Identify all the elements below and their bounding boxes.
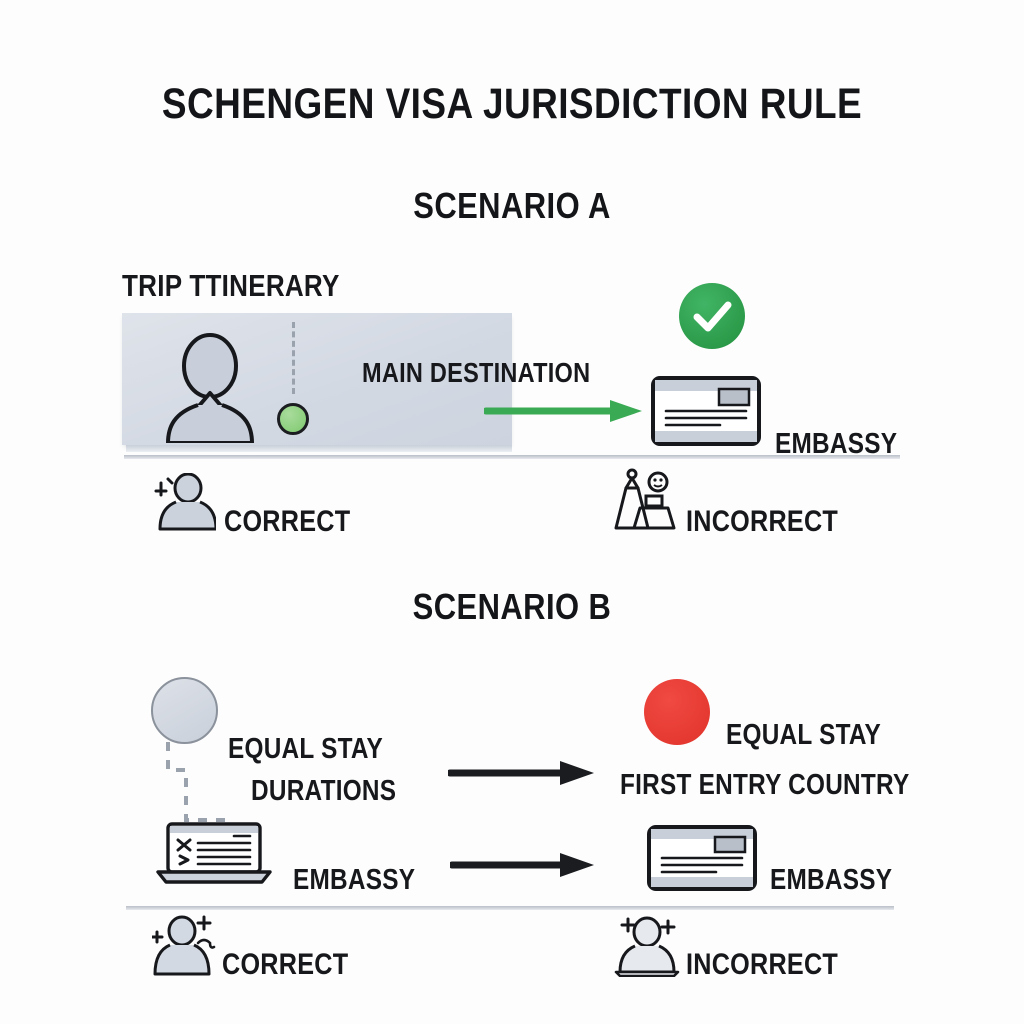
equal-stay-left-line1: EQUAL STAY [228,733,384,765]
verdict-incorrect-a: INCORRECT [686,505,839,538]
dashed-elbow-connector [166,742,230,822]
equal-stay-marker-left [151,677,218,744]
black-arrow-icon-row1 [448,761,594,785]
dashed-connector-line [292,322,295,394]
embassy-label-a: EMBASSY [775,428,898,460]
landmark-incorrect-icon [614,468,676,530]
divider-scenario-b [126,906,894,910]
verdict-correct-a: CORRECT [224,505,351,538]
verdict-correct-b: CORRECT [222,948,349,981]
panel-base-shadow [126,445,512,452]
verdict-incorrect-b: INCORRECT [686,948,839,981]
black-arrow-icon-row2 [450,853,594,877]
traveler-icon [166,333,254,443]
main-destination-label: MAIN DESTINATION [362,357,591,388]
equal-stay-left-line2: DURATIONS [251,775,397,807]
embassy-document-icon-b [647,825,757,891]
trip-itinerary-label: TRIP TTINERARY [122,268,340,303]
person-sparkle-icon [154,473,216,531]
embassy-label-b-right: EMBASSY [770,864,893,896]
green-check-icon [679,283,745,349]
person-sparkle-icon-incorrect-b [614,916,680,977]
equal-stay-marker-right [644,679,710,745]
laptop-flight-icon [156,822,272,884]
scenario-b-heading: SCENARIO B [412,586,612,627]
scenario-a-heading: SCENARIO A [413,185,611,226]
equal-stay-right-line1: EQUAL STAY [726,719,882,751]
main-destination-marker [277,403,309,435]
person-sparkle-icon-correct-b [152,915,216,976]
green-arrow-icon [484,400,642,422]
divider-scenario-a [124,455,900,459]
page-title: SCHENGEN VISA JURISDICTION RULE [161,80,863,128]
embassy-label-b-left: EMBASSY [293,864,416,896]
first-entry-country-label: FIRST ENTRY COUNTRY [620,769,910,801]
embassy-document-icon [651,376,761,446]
